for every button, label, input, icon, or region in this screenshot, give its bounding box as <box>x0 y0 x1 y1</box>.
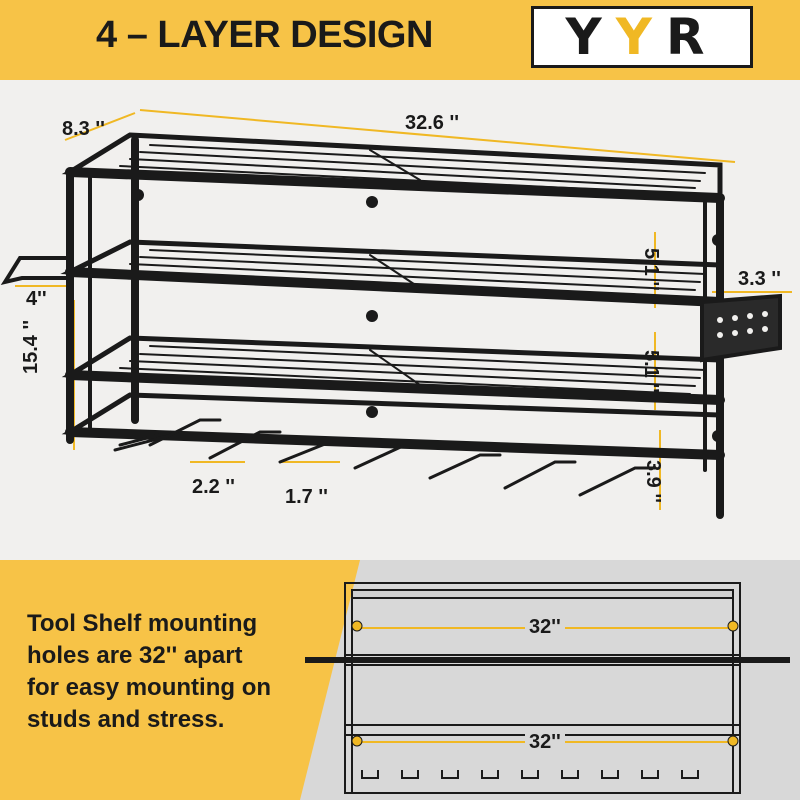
dim-side-bracket: 3.3 '' <box>738 268 781 290</box>
shelf-slats <box>119 144 706 395</box>
side-bracket <box>700 293 782 363</box>
logo-letter-3: R <box>665 8 719 66</box>
blueprint-bottom-span: 32'' <box>525 731 565 754</box>
dim-slot-width: 1.7 '' <box>285 486 328 508</box>
promo-text: Tool Shelf mounting holes are 32'' apart… <box>27 608 307 736</box>
dim-shelf-gap-2: 5.1 '' <box>640 350 662 393</box>
blueprint-hole <box>351 620 363 632</box>
promo-line: Tool Shelf mounting <box>27 610 258 637</box>
promo-line: studs and stress. <box>27 706 225 733</box>
promo-line: for easy mounting on <box>27 674 272 701</box>
blueprint-hole <box>351 735 363 747</box>
promo-line: holes are 32'' apart <box>27 642 243 669</box>
dim-slot-spacing: 2.2 '' <box>192 476 235 498</box>
blueprint-hole <box>727 735 739 747</box>
shelf-frame <box>0 132 782 519</box>
side-arm <box>0 256 72 286</box>
dim-width: 32.6 '' <box>405 112 459 134</box>
blueprint-panel <box>300 560 800 800</box>
tool-slots <box>113 418 657 497</box>
logo-letter-1: Y <box>565 8 616 66</box>
mounting-holes <box>132 189 724 442</box>
dim-shelf-gap-1: 5.1 '' <box>640 248 662 291</box>
dim-bottom-gap: 3.9 '' <box>642 460 664 503</box>
blueprint-slots <box>361 770 699 779</box>
blueprint-top-span: 32'' <box>525 616 565 639</box>
page-title: 4 – LAYER DESIGN <box>96 14 433 56</box>
dim-arm: 4'' <box>26 288 47 310</box>
logo-letter-2: Y <box>615 8 666 66</box>
blueprint-hole <box>727 620 739 632</box>
dim-depth: 8.3 '' <box>62 118 105 140</box>
